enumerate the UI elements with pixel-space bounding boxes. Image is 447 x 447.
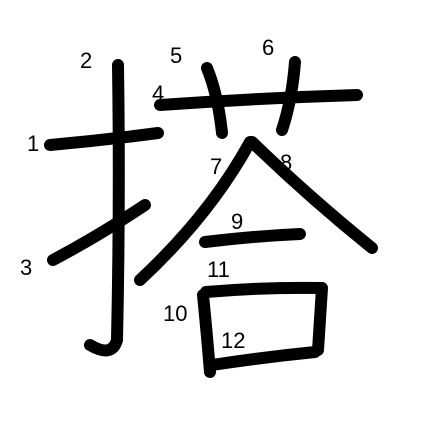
stroke-number-5: 5	[170, 43, 182, 68]
stroke-number-8: 8	[280, 150, 292, 175]
stroke-8	[246, 136, 378, 254]
stroke-number-12: 12	[221, 328, 245, 353]
stroke-number-2: 2	[80, 48, 92, 73]
stroke-9	[199, 228, 306, 248]
stroke-number-1: 1	[27, 131, 39, 156]
character-strokes	[44, 56, 378, 378]
stroke-12	[206, 346, 321, 371]
stroke-numbers: 1 2 3 4 5 6 7 8 9 10 11 12	[20, 35, 292, 353]
stroke-number-7: 7	[210, 154, 222, 179]
stroke-number-10: 10	[163, 301, 187, 326]
stroke-2	[84, 59, 125, 357]
stroke-3	[47, 199, 151, 266]
stroke-number-9: 9	[231, 209, 243, 234]
stroke-number-4: 4	[152, 81, 164, 106]
stroke-6	[276, 56, 301, 136]
stroke-11	[200, 281, 328, 356]
stroke-number-6: 6	[262, 35, 274, 60]
stroke-4	[154, 89, 363, 111]
stroke-number-3: 3	[20, 255, 32, 280]
stroke-5	[201, 62, 228, 139]
stroke-number-11: 11	[207, 257, 230, 282]
stroke-7	[134, 136, 256, 286]
stroke-1	[44, 127, 164, 151]
